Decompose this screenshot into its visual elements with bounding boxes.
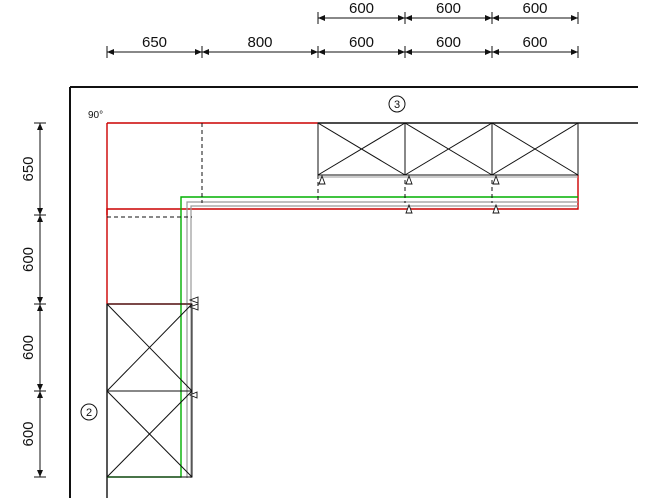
dimension-chain-left: 650 600 600 600 bbox=[20, 122, 46, 478]
door-opening-marks bbox=[188, 174, 500, 399]
dimension-label: 600 bbox=[522, 0, 547, 17]
wall-tag-top-label: 3 bbox=[394, 99, 400, 111]
wall-cabinet-2 bbox=[404, 122, 493, 176]
worktop-outline bbox=[106, 122, 579, 305]
wall-cabinets-left bbox=[106, 303, 193, 478]
wall-tag-left-label: 2 bbox=[86, 407, 92, 419]
wall-cabinet-left-1 bbox=[106, 303, 193, 392]
dimension-label: 600 bbox=[436, 0, 461, 17]
dimension-label: 600 bbox=[20, 247, 37, 272]
dimension-label: 600 bbox=[436, 34, 461, 51]
dimension-chain-top-upper: 600 600 600 bbox=[317, 0, 579, 24]
dimension-chain-top-lower: 650 800 600 600 600 bbox=[106, 34, 579, 58]
dimension-label: 600 bbox=[349, 0, 374, 17]
dimension-label: 600 bbox=[20, 335, 37, 360]
corner-angle-label: 90° bbox=[88, 110, 103, 121]
dimension-label: 800 bbox=[247, 34, 272, 51]
dimension-label: 600 bbox=[349, 34, 374, 51]
wall-cabinets-top bbox=[317, 122, 579, 176]
dimension-label: 650 bbox=[20, 156, 37, 181]
dimension-label: 650 bbox=[142, 34, 167, 51]
panel-line bbox=[186, 201, 578, 478]
wall-cabinet-1 bbox=[317, 122, 406, 176]
wall-cabinet-3 bbox=[491, 122, 579, 176]
wall-cabinet-left-2 bbox=[106, 390, 193, 478]
dimension-label: 600 bbox=[20, 421, 37, 446]
dimension-label: 600 bbox=[522, 34, 547, 51]
wall-tag-left: 2 bbox=[80, 403, 98, 421]
hidden-lines bbox=[107, 123, 493, 218]
wall-tag-top: 3 bbox=[388, 95, 406, 113]
room-walls bbox=[69, 86, 638, 498]
plinth-line bbox=[107, 196, 578, 478]
